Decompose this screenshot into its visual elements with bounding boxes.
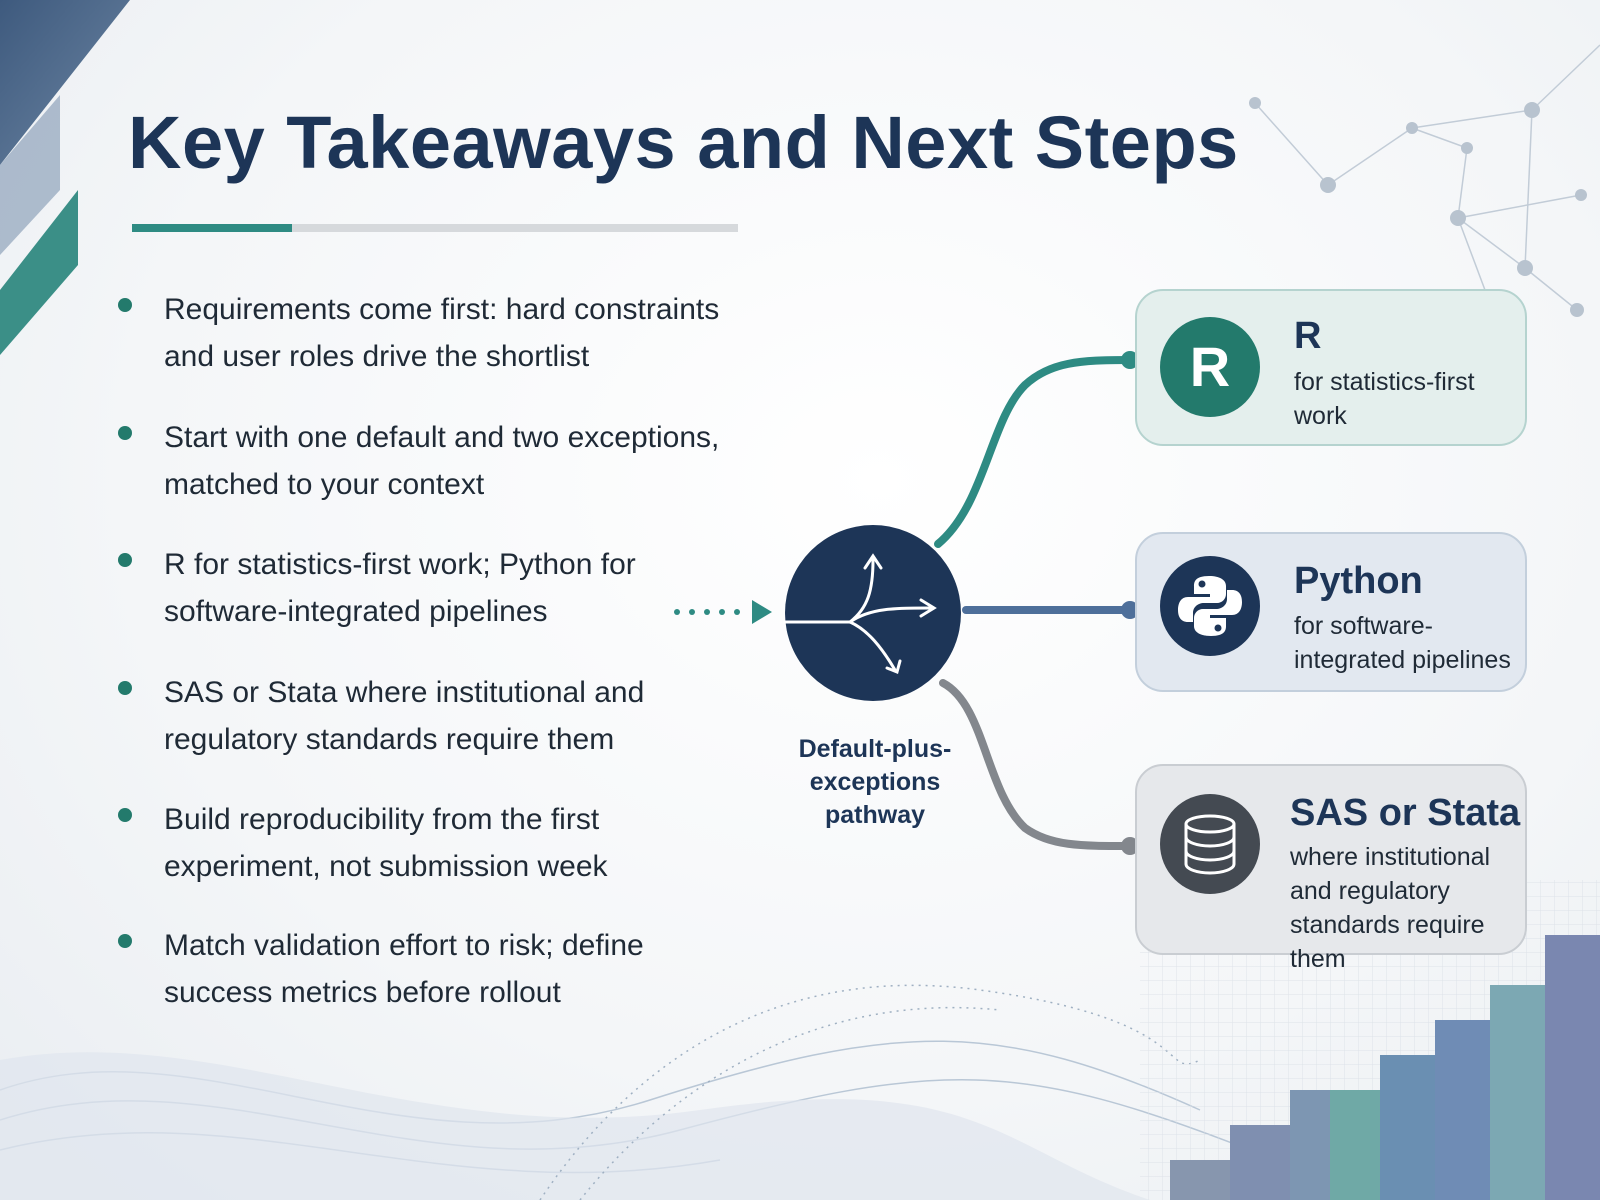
stepped-bars: [1170, 935, 1600, 1200]
takeaway-line: software-integrated pipelines: [164, 595, 548, 628]
takeaway-line: and user roles drive the shortlist: [164, 340, 590, 373]
corner-shape-slate: [0, 95, 60, 255]
wave-fill: [0, 1052, 1150, 1200]
hub-label: Default-plus- exceptions pathway: [780, 733, 970, 832]
connector-sas-end: [1121, 837, 1139, 855]
title-underline: [132, 224, 738, 232]
card-desc-line: integrated pipelines: [1294, 646, 1511, 674]
corner-shape-navy: [0, 0, 130, 165]
bullet-dot-icon: [118, 808, 132, 822]
page-title: Key Takeaways and Next Steps: [128, 101, 1239, 184]
connector-r-end: [1121, 351, 1139, 369]
card-description: for software- integrated pipelines: [1294, 609, 1511, 677]
connector-python-end: [1121, 601, 1139, 619]
card-desc-line: where institutional: [1290, 843, 1491, 871]
card-title: R: [1294, 315, 1322, 357]
title-underline-accent: [132, 224, 292, 232]
bullet-dot-icon: [118, 553, 132, 567]
takeaway-line: Match validation effort to risk; define: [164, 929, 644, 962]
card-description: where institutional and regulatory stand…: [1290, 840, 1525, 976]
takeaway-line: success metrics before rollout: [164, 976, 561, 1009]
takeaway-line: Requirements come first: hard constraint…: [164, 293, 720, 326]
hub-label-line: Default-plus-: [798, 735, 952, 763]
database-icon: [1160, 794, 1260, 894]
card-desc-line: standards require them: [1290, 911, 1485, 973]
card-description: for statistics-first work: [1294, 365, 1475, 433]
hub-label-line: exceptions: [809, 768, 941, 796]
network-graph: [1254, 44, 1600, 311]
card-desc-line: and regulatory: [1290, 877, 1450, 905]
python-logo-icon: [1160, 556, 1260, 656]
card-desc-line: for software-: [1294, 612, 1433, 640]
takeaway-line: experiment, not submission week: [164, 850, 608, 883]
bullet-dot-icon: [118, 681, 132, 695]
hub-label-line: pathway: [824, 801, 926, 829]
takeaway-line: Start with one default and two exception…: [164, 421, 720, 454]
connector-sas: [939, 679, 1134, 850]
card-python: Python for software- integrated pipeline…: [1135, 532, 1527, 692]
connector-r: [934, 356, 1134, 548]
bullet-dot-icon: [118, 298, 132, 312]
corner-shape-teal: [0, 190, 78, 355]
takeaway-line: regulatory standards require them: [164, 723, 615, 756]
card-r: R R for statistics-first work: [1135, 289, 1527, 446]
card-desc-line: work: [1294, 402, 1347, 430]
bullet-dot-icon: [118, 426, 132, 440]
network-nodes: [1249, 97, 1587, 317]
takeaway-line: R for statistics-first work; Python for: [164, 548, 636, 581]
card-desc-line: for statistics-first: [1294, 368, 1475, 396]
r-logo-icon: R: [1160, 317, 1260, 417]
card-sas-stata: SAS or Stata where institutional and reg…: [1135, 764, 1527, 973]
takeaway-line: matched to your context: [164, 468, 485, 501]
bullet-dot-icon: [118, 934, 132, 948]
branching-arrows-icon: [783, 553, 937, 675]
dotted-arrow: [674, 600, 772, 624]
takeaway-line: Build reproducibility from the first: [164, 803, 600, 836]
card-title: Python: [1294, 560, 1423, 602]
takeaway-line: SAS or Stata where institutional and: [164, 676, 645, 709]
card-title: SAS or Stata: [1290, 792, 1521, 834]
